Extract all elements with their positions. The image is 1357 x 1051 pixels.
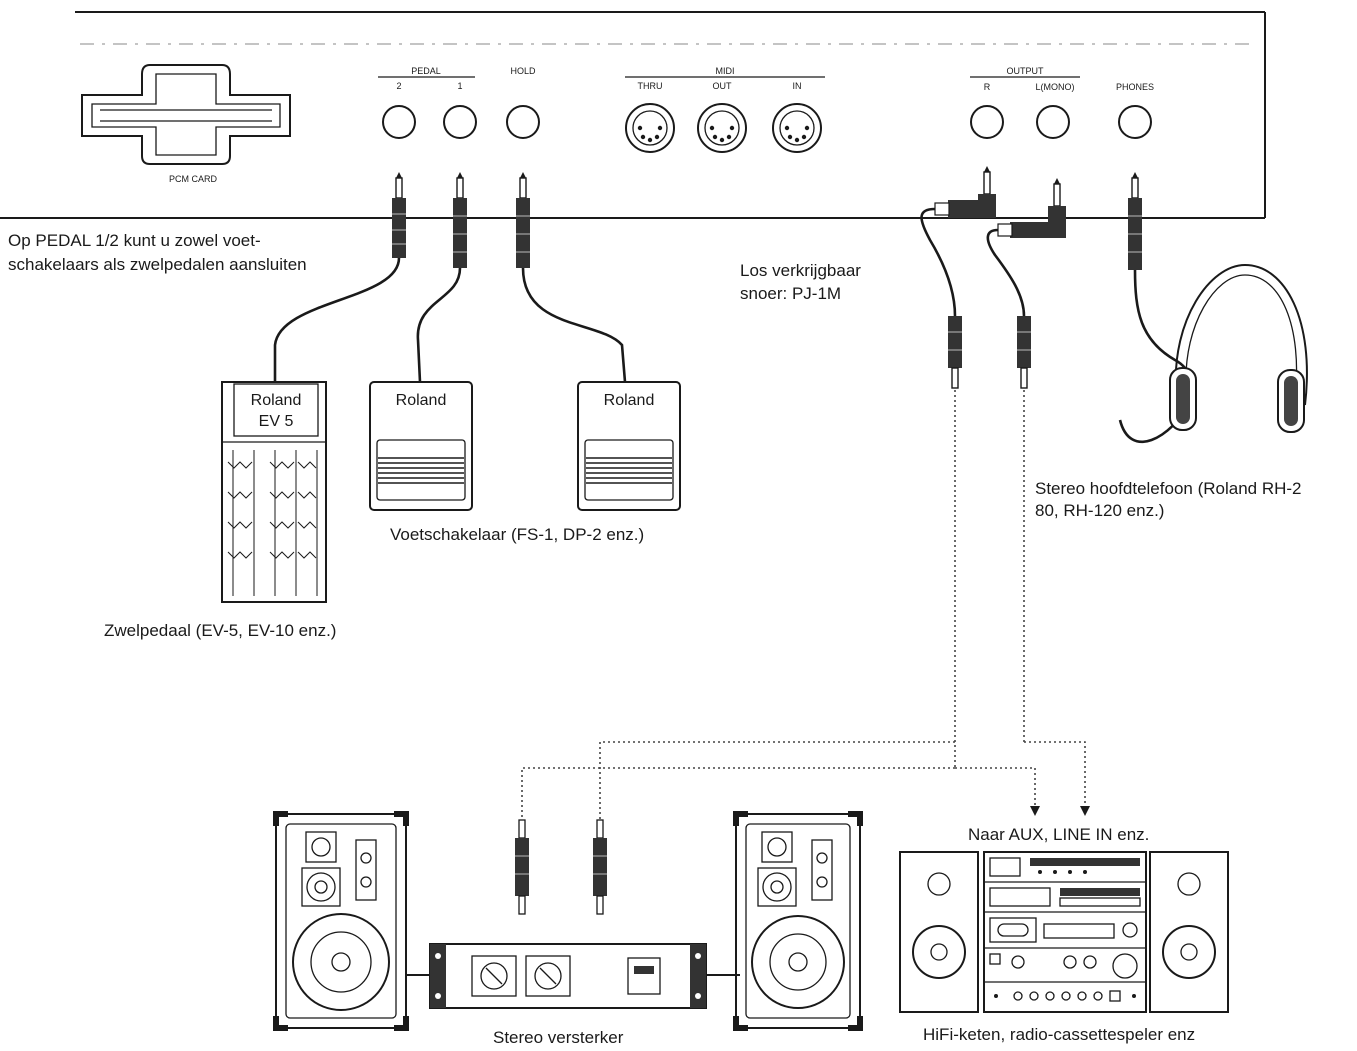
pedal-1-plug <box>453 172 467 268</box>
midi-group-label: MIDI <box>716 66 735 76</box>
pcm-card-slot: PCM CARD <box>81 64 291 184</box>
midi-in-jack[interactable] <box>772 103 822 153</box>
hold-label: HOLD <box>510 66 536 76</box>
phones-label: PHONES <box>1116 82 1154 92</box>
midi-out-jack[interactable] <box>697 103 747 153</box>
amplifier-caption: Stereo versterker <box>493 1028 624 1047</box>
midi-in-label: IN <box>793 81 802 91</box>
hold-plug <box>516 172 530 268</box>
pedal-jack-group: PEDAL 2 1 HOLD <box>378 66 540 139</box>
midi-thru-label: THRU <box>638 81 663 91</box>
rear-panel <box>0 11 1266 219</box>
speaker-right <box>733 811 863 1031</box>
expression-pedal-caption: Zwelpedaal (EV-5, EV-10 enz.) <box>104 621 336 640</box>
ev5-cable <box>273 257 401 382</box>
pedal-2-plug <box>392 172 406 258</box>
cord-note-line1: Los verkrijgbaar <box>740 261 861 280</box>
midi-thru-jack[interactable] <box>625 103 675 153</box>
pedal-2-label: 2 <box>396 81 401 91</box>
phones-jack[interactable] <box>1118 105 1152 139</box>
expression-pedal: Roland EV 5 <box>221 381 327 603</box>
footswitch-left: Roland <box>369 381 473 511</box>
pcm-card-label: PCM CARD <box>169 174 218 184</box>
signal-paths <box>521 390 1090 820</box>
output-cables <box>920 166 1066 389</box>
headphones <box>1118 172 1308 443</box>
cord-note-line2: snoer: PJ-1M <box>740 284 841 303</box>
hold-jack[interactable] <box>506 105 540 139</box>
pedal-1-label: 1 <box>457 81 462 91</box>
pedal-2-jack[interactable] <box>382 105 416 139</box>
midi-jack-group: MIDI THRU OUT IN <box>625 66 825 153</box>
pedal-note-line2: schakelaars als zwelpedalen aansluiten <box>8 255 307 274</box>
footswitch-right-cable <box>521 267 627 383</box>
output-l-jack[interactable] <box>1036 105 1070 139</box>
footswitch-right-brand: Roland <box>604 392 655 409</box>
stereo-amplifier <box>406 943 740 1009</box>
pedal-plugs <box>273 172 627 383</box>
midi-out-label: OUT <box>713 81 733 91</box>
pedal-1-jack[interactable] <box>443 105 477 139</box>
output-l-label: L(MONO) <box>1036 82 1075 92</box>
ev5-brand: Roland <box>251 392 302 409</box>
captions: Op PEDAL 1/2 kunt u zowel voet- schakela… <box>8 231 1302 1047</box>
speaker-left <box>273 811 409 1031</box>
output-jack-group: OUTPUT R L(MONO) PHONES <box>970 66 1154 139</box>
aux-caption: Naar AUX, LINE IN enz. <box>968 825 1149 844</box>
footswitch-left-cable <box>416 267 462 383</box>
output-r-jack[interactable] <box>970 105 1004 139</box>
footswitch-caption: Voetschakelaar (FS-1, DP-2 enz.) <box>390 525 644 544</box>
headphones-caption-line2: 80, RH-120 enz.) <box>1035 501 1164 520</box>
headphones-caption-line1: Stereo hoofdtelefoon (Roland RH-2 <box>1035 479 1302 498</box>
footswitch-right: Roland <box>577 381 681 511</box>
pedal-note-line1: Op PEDAL 1/2 kunt u zowel voet- <box>8 231 261 250</box>
hifi-system <box>899 851 1229 1013</box>
ev5-model: EV 5 <box>259 413 294 430</box>
output-r-label: R <box>984 82 991 92</box>
footswitch-left-brand: Roland <box>396 392 447 409</box>
hifi-caption: HiFi-keten, radio-cassettespeler enz <box>923 1025 1195 1044</box>
amp-input-plugs <box>515 819 607 915</box>
output-group-label: OUTPUT <box>1007 66 1045 76</box>
pedal-group-label: PEDAL <box>411 66 441 76</box>
